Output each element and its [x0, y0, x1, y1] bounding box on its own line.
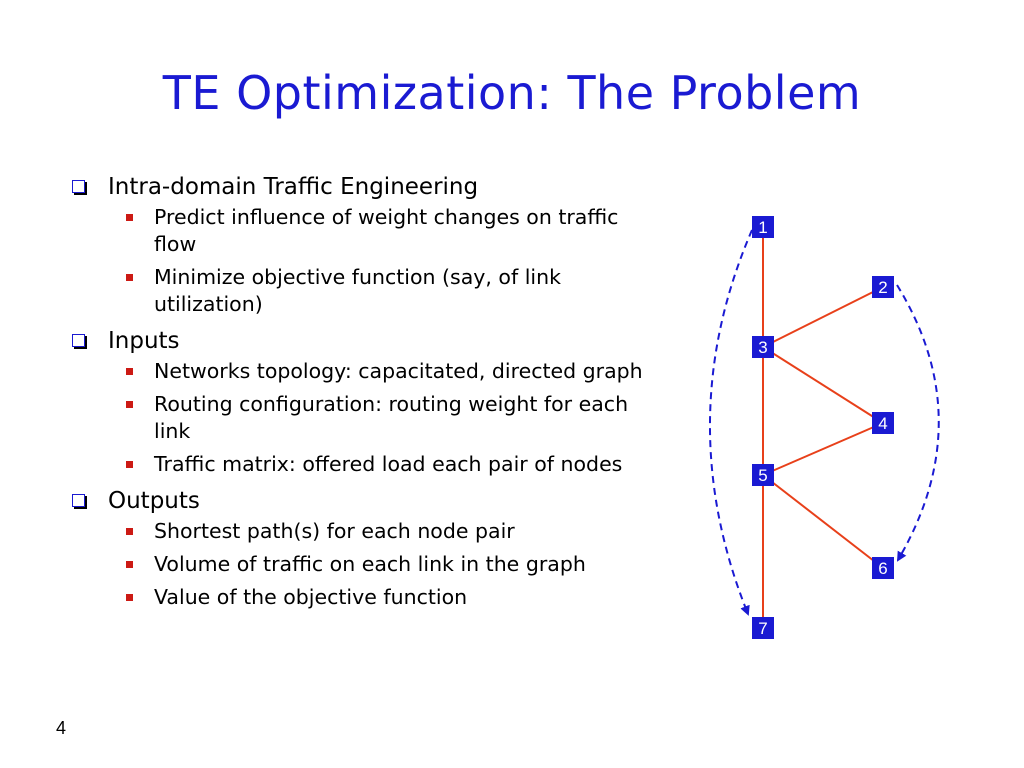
node-label: 1	[758, 218, 767, 237]
list-item: Minimize objective function (say, of lin…	[72, 264, 664, 318]
checkbox-bullet-icon	[72, 334, 85, 347]
list-item: Value of the objective function	[72, 584, 664, 611]
list-item-text: Minimize objective function (say, of lin…	[154, 265, 561, 316]
network-graph: 1 2 3 4 5 6 7	[708, 216, 940, 639]
list-item-text: Shortest path(s) for each node pair	[154, 519, 515, 543]
list-item: Shortest path(s) for each node pair	[72, 518, 664, 545]
square-bullet-icon	[126, 214, 133, 221]
graph-node-3: 3	[752, 336, 774, 358]
checkbox-bullet-icon	[72, 180, 85, 193]
node-label: 6	[878, 559, 887, 578]
section-heading: Inputs	[72, 324, 692, 358]
page-number: 4	[56, 718, 67, 738]
section-heading-text: Inputs	[108, 328, 180, 354]
list-item: Volume of traffic on each link in the gr…	[72, 551, 664, 578]
list-item-text: Value of the objective function	[154, 585, 468, 609]
graph-node-2: 2	[872, 276, 894, 298]
sub-list: Predict influence of weight changes on t…	[72, 204, 692, 318]
graph-edge-3-2	[762, 286, 884, 348]
list-item-text: Predict influence of weight changes on t…	[154, 205, 619, 256]
section-heading-text: Intra-domain Traffic Engineering	[108, 174, 479, 200]
dashed-path-arrow-1-7	[708, 229, 753, 616]
dashed-path-arrow-2-6	[896, 284, 940, 562]
section-inputs: Inputs Networks topology: capacitated, d…	[72, 324, 692, 478]
list-item-text: Networks topology: capacitated, directed…	[154, 359, 643, 383]
graph-edge-5-6	[762, 474, 884, 569]
sub-list: Shortest path(s) for each node pair Volu…	[72, 518, 692, 611]
list-item: Predict influence of weight changes on t…	[72, 204, 664, 258]
bullet-list: Intra-domain Traffic Engineering Predict…	[72, 170, 692, 617]
graph-node-6: 6	[872, 557, 894, 579]
square-bullet-icon	[126, 368, 133, 375]
square-bullet-icon	[126, 561, 133, 568]
graph-edge-3-4	[762, 346, 884, 424]
slide-title: TE Optimization: The Problem	[162, 66, 862, 120]
square-bullet-icon	[126, 401, 133, 408]
graph-edge-5-4	[762, 422, 884, 476]
sub-list: Networks topology: capacitated, directed…	[72, 358, 692, 478]
checkbox-bullet-icon	[72, 494, 85, 507]
node-label: 2	[878, 278, 887, 297]
node-label: 7	[758, 619, 767, 638]
list-item: Routing configuration: routing weight fo…	[72, 391, 664, 445]
list-item: Networks topology: capacitated, directed…	[72, 358, 664, 385]
graph-node-5: 5	[752, 464, 774, 486]
square-bullet-icon	[126, 594, 133, 601]
list-item: Traffic matrix: offered load each pair o…	[72, 451, 664, 478]
section-intra-domain: Intra-domain Traffic Engineering Predict…	[72, 170, 692, 318]
node-label: 4	[878, 414, 887, 433]
list-item-text: Volume of traffic on each link in the gr…	[154, 552, 586, 576]
list-item-text: Routing configuration: routing weight fo…	[154, 392, 629, 443]
graph-node-1: 1	[752, 216, 774, 238]
square-bullet-icon	[126, 274, 133, 281]
graph-node-4: 4	[872, 412, 894, 434]
node-label: 5	[758, 466, 767, 485]
list-item-text: Traffic matrix: offered load each pair o…	[154, 452, 623, 476]
graph-node-7: 7	[752, 617, 774, 639]
section-heading-text: Outputs	[108, 488, 200, 514]
square-bullet-icon	[126, 461, 133, 468]
square-bullet-icon	[126, 528, 133, 535]
section-outputs: Outputs Shortest path(s) for each node p…	[72, 484, 692, 611]
section-heading: Outputs	[72, 484, 692, 518]
node-label: 3	[758, 338, 767, 357]
section-heading: Intra-domain Traffic Engineering	[72, 170, 692, 204]
